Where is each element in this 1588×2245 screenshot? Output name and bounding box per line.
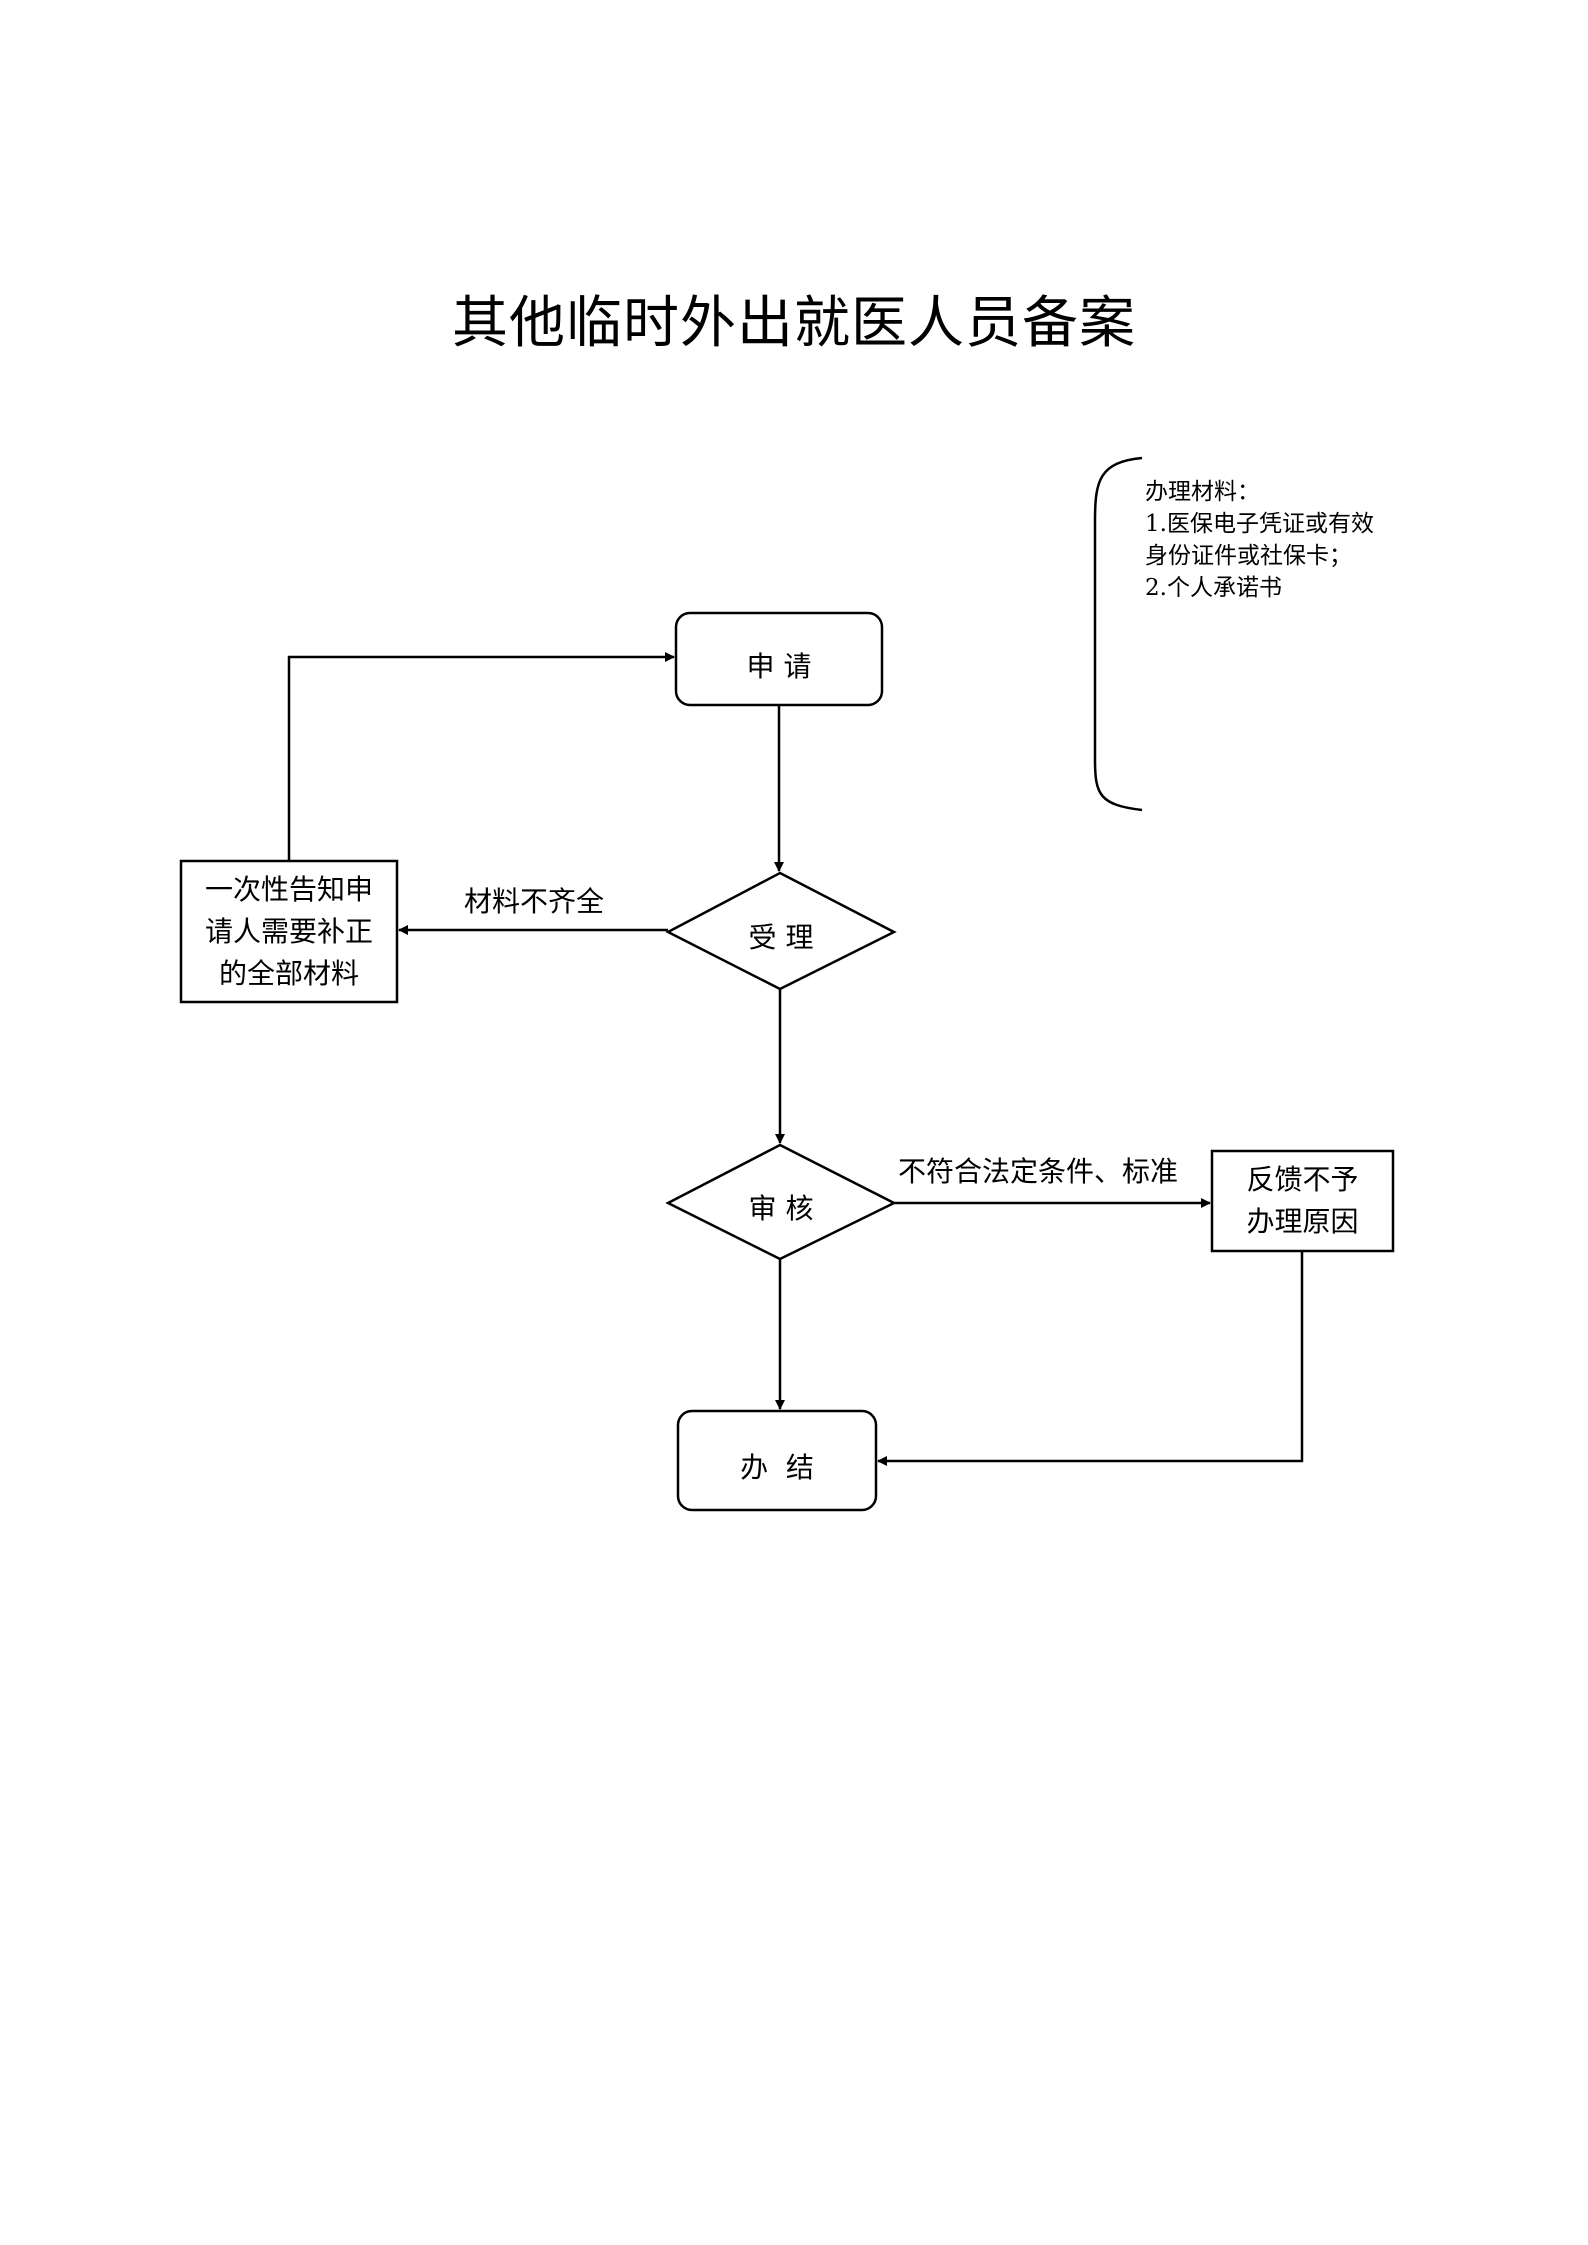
feedback-text: 反馈不予 办理原因 <box>1212 1159 1393 1243</box>
notify-box <box>179 859 399 1004</box>
notify-line2: 请人需要补正 <box>204 915 373 948</box>
edge-label-incomplete: 材料不齐全 <box>464 885 605 918</box>
notify-line1: 一次性告知申 <box>204 873 373 906</box>
materials-note: 办理材料： 1.医保电子凭证或有效 身份证件或社保卡； 2.个人承诺书 <box>1145 476 1374 604</box>
accept-label: 受 理 <box>748 921 814 954</box>
materials-item2: 2.个人承诺书 <box>1145 575 1282 601</box>
notify-text: 一次性告知申 请人需要补正 的全部材料 <box>181 869 397 995</box>
edge-feedback-complete <box>877 1251 1304 1466</box>
materials-bracket <box>1093 456 1143 812</box>
notify-line3: 的全部材料 <box>218 957 359 990</box>
complete-label: 办 结 <box>740 1451 814 1484</box>
review-label: 审 核 <box>748 1192 814 1225</box>
feedback-line2: 办理原因 <box>1246 1205 1359 1238</box>
materials-heading: 办理材料： <box>1145 479 1260 505</box>
page-title: 其他临时外出就医人员备案 <box>452 291 1136 356</box>
edge-label-not-qualified: 不符合法定条件、标准 <box>898 1155 1179 1188</box>
feedback-line1: 反馈不予 <box>1246 1163 1359 1196</box>
edge-notify-apply <box>287 652 675 860</box>
materials-item1-line1: 1.医保电子凭证或有效 <box>1145 511 1374 537</box>
apply-label: 申 请 <box>746 650 812 683</box>
complete-node <box>676 1409 878 1512</box>
materials-item1-line2: 身份证件或社保卡； <box>1145 543 1352 569</box>
